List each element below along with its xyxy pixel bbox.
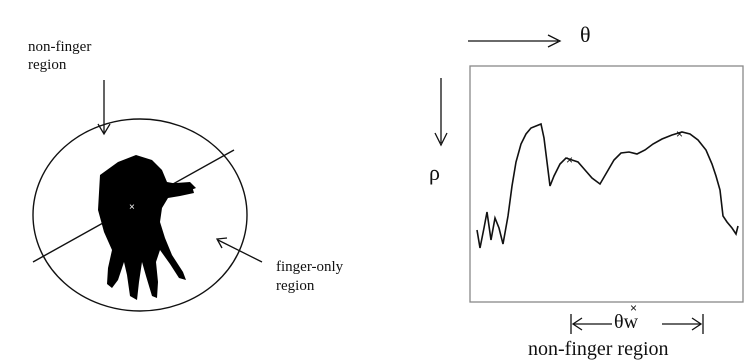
theta-w-marker: ×: [630, 301, 637, 315]
rho-arrow-head: [434, 132, 448, 147]
non-finger-arrow-head: [97, 123, 111, 136]
curve-marker-1: ×: [566, 153, 573, 167]
theta-w-left-arrowhead: [571, 317, 583, 331]
theta-label: θ: [580, 22, 591, 47]
hand-silhouette: [98, 155, 196, 300]
non-finger-label-line1: non-finger: [28, 39, 92, 55]
signature-curve: [476, 122, 739, 249]
plot-frame: [469, 65, 744, 303]
curve-marker-2: ×: [676, 127, 683, 141]
theta-w-right-arrowhead: [691, 317, 703, 331]
center-marker: ×: [129, 202, 135, 213]
non-finger-label-line2: region: [28, 57, 67, 73]
theta-w-label: θw: [614, 311, 639, 333]
theta-arrow-head: [547, 34, 562, 48]
finger-only-arrow-shaft: [217, 239, 263, 263]
finger-only-arrow-head: [215, 237, 228, 249]
finger-only-label-line2: region: [276, 278, 315, 294]
non-finger-region-bottom-label: non-finger region: [528, 338, 669, 360]
rho-label: ρ: [429, 160, 440, 185]
hand-region-ellipse: [32, 118, 248, 312]
finger-only-label-line1: finger-only: [276, 259, 344, 275]
